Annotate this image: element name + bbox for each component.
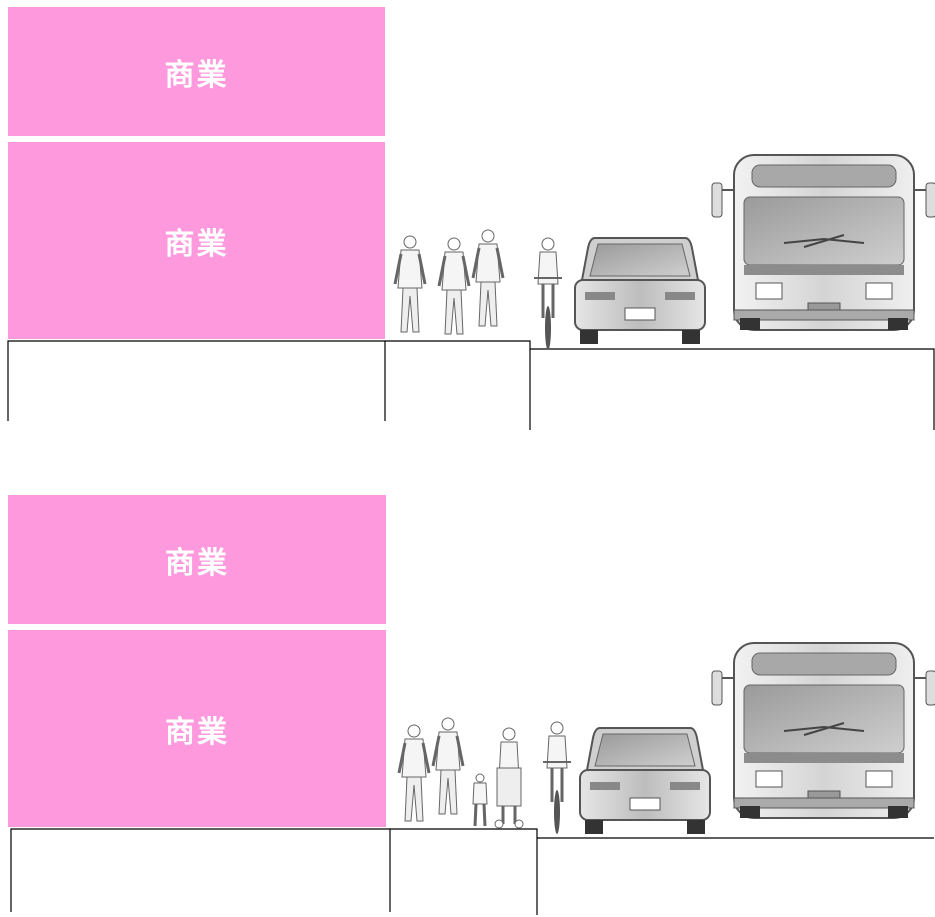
- cyclist-figure: [532, 236, 564, 352]
- floor-label: 商業: [164, 57, 229, 93]
- bus-figure: [711, 642, 935, 819]
- commercial-floor-lower: 商業: [8, 142, 385, 339]
- child-figure: [471, 772, 489, 828]
- car-figure: [579, 727, 711, 835]
- bus-figure: [711, 154, 935, 331]
- floor-label: 商業: [165, 714, 229, 750]
- car-figure: [574, 237, 706, 345]
- commercial-floor-upper: 商業: [8, 7, 385, 136]
- cyclist-figure: [541, 720, 573, 836]
- ground-profile-top: [7, 340, 935, 430]
- pedestrian-figure: [431, 716, 465, 816]
- pedestrian-figure: [471, 228, 505, 328]
- figures-top: [393, 154, 935, 352]
- pedestrian-figure: [397, 723, 431, 823]
- commercial-floor-upper: 商業: [8, 495, 386, 624]
- floor-label: 商業: [164, 226, 229, 262]
- ground-profile-bottom: [10, 828, 934, 915]
- commercial-floor-lower: 商業: [8, 630, 386, 827]
- figures-bottom: [397, 642, 935, 836]
- pedestrian-figure: [393, 234, 427, 334]
- pedestrian-figure: [437, 236, 471, 336]
- stroller-figure: [493, 726, 525, 830]
- floor-label: 商業: [165, 545, 229, 581]
